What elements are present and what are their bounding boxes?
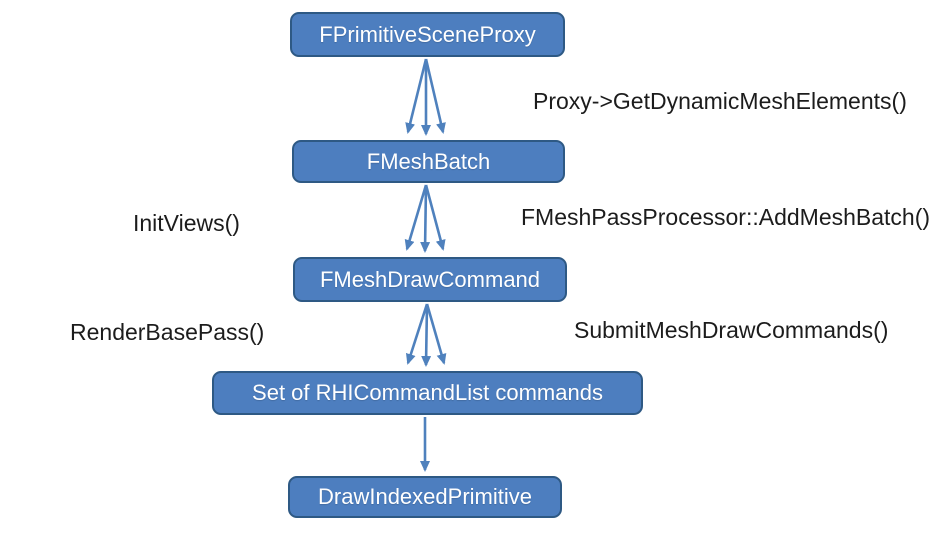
arrow-fan-drawcommand-to-rhicommands xyxy=(405,303,447,367)
edge-label-init-views: InitViews() xyxy=(133,210,240,236)
node-fmeshbatch: FMeshBatch xyxy=(292,140,565,183)
edge-label-add-mesh-batch: FMeshPassProcessor::AddMeshBatch() xyxy=(521,204,931,230)
node-drawindexedprimitive: DrawIndexedPrimitive xyxy=(288,476,562,518)
edge-label-get-dynamic-mesh-elements: Proxy->GetDynamicMeshElements() xyxy=(533,88,907,114)
arrow-fan-meshbatch-to-drawcommand xyxy=(404,184,446,253)
edge-label-render-base-pass: RenderBasePass() xyxy=(70,319,265,345)
node-rhicommandlist-commands: Set of RHICommandList commands xyxy=(212,371,643,415)
edge-label-submit-mesh-draw-commands: SubmitMeshDrawCommands() xyxy=(574,317,889,343)
node-fprimitivesceneproxy: FPrimitiveSceneProxy xyxy=(290,12,565,57)
node-fmeshdrawcommand: FMeshDrawCommand xyxy=(293,257,567,302)
arrow-fan-proxy-to-meshbatch xyxy=(405,58,446,136)
